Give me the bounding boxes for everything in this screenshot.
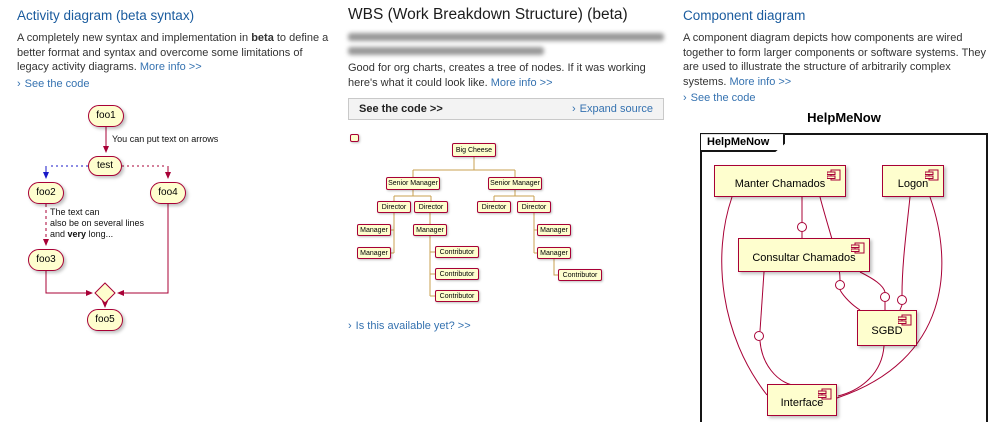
wbs-available-link[interactable]: Is this available yet? >> bbox=[355, 320, 471, 333]
activity-node-test: test bbox=[88, 155, 122, 176]
multiline-l2: also be on several lines bbox=[50, 217, 145, 228]
activity-see-code-row: ›See the code bbox=[17, 78, 337, 90]
component-label: Manter Chamados bbox=[734, 178, 826, 191]
multiline-l3: and very long... bbox=[50, 229, 144, 240]
component-more-info-link[interactable]: More info >> bbox=[729, 75, 792, 88]
multiline-l1: The text can bbox=[50, 206, 100, 217]
component-section: Component diagram A component diagram de… bbox=[683, 8, 995, 422]
wbs-more-info-link[interactable]: More info >> bbox=[490, 76, 553, 89]
wbs-diagram: Big Cheese Senior Manager Senior Manager… bbox=[348, 130, 664, 312]
activity-node-foo3: foo3 bbox=[28, 248, 64, 271]
activity-diagram: foo1 test foo2 foo4 foo3 foo5 You can pu… bbox=[17, 96, 337, 346]
activity-node-foo4: foo4 bbox=[150, 181, 186, 204]
chevron-right-icon: › bbox=[17, 77, 21, 90]
component-desc-text: A component diagram depicts how componen… bbox=[683, 32, 987, 88]
activity-section: Activity diagram (beta syntax) A complet… bbox=[17, 8, 337, 346]
component-frame: HelpMeNow Manter Chamados Logon Cons bbox=[700, 133, 988, 422]
wbs-node-contributor-3: Contributor bbox=[435, 290, 479, 303]
component-see-code-row: ›See the code bbox=[683, 92, 995, 104]
multiline-l3c: long... bbox=[86, 229, 114, 240]
chevron-right-icon: › bbox=[571, 103, 576, 116]
component-icon bbox=[818, 388, 832, 400]
wbs-node-manager-4: Manager bbox=[537, 224, 571, 237]
wbs-node-contributor-4: Contributor bbox=[558, 269, 602, 282]
redacted-text-bar bbox=[348, 47, 544, 55]
redacted-text-bar bbox=[348, 33, 664, 41]
component-node-interface: Interface bbox=[767, 384, 837, 417]
component-label: Consultar Chamados bbox=[752, 252, 856, 265]
activity-desc-text-2: to define a better format and syntax and… bbox=[17, 32, 329, 74]
component-description: A component diagram depicts how componen… bbox=[683, 31, 995, 89]
wbs-node-contributor-2: Contributor bbox=[435, 268, 479, 281]
component-see-code-link[interactable]: See the code bbox=[690, 92, 756, 105]
activity-description: A completely new syntax and implementati… bbox=[17, 31, 337, 75]
multiline-arrow-label: The text can also be on several lines an… bbox=[50, 207, 144, 241]
component-node-sgbd: SGBD bbox=[857, 310, 917, 347]
chevron-right-icon: › bbox=[683, 92, 687, 105]
component-node-manter-chamados: Manter Chamados bbox=[714, 165, 846, 198]
component-icon bbox=[925, 169, 939, 181]
wbs-node-big-cheese: Big Cheese bbox=[452, 143, 496, 158]
component-connectors bbox=[721, 196, 943, 399]
component-icon bbox=[851, 242, 865, 254]
activity-node-foo1: foo1 bbox=[88, 104, 124, 127]
component-label: Logon bbox=[897, 178, 929, 191]
arrow-text-label: You can put text on arrows bbox=[112, 133, 219, 144]
wbs-node-director-3: Director bbox=[477, 201, 511, 214]
frame-tab-label: HelpMeNow bbox=[701, 134, 786, 153]
activity-desc-bold: beta bbox=[251, 32, 274, 44]
multiline-l3a: and bbox=[50, 229, 68, 240]
wbs-node-manager-1: Manager bbox=[357, 224, 391, 237]
wbs-root-node bbox=[350, 134, 359, 143]
activity-node-foo5: foo5 bbox=[87, 308, 123, 331]
activity-desc-text: A completely new syntax and implementati… bbox=[17, 32, 252, 44]
component-title: Component diagram bbox=[683, 8, 806, 23]
merge-diamond bbox=[94, 281, 116, 304]
wbs-code-box: See the code >> ›Expand source bbox=[348, 98, 664, 121]
wbs-node-senior-1: Senior Manager bbox=[386, 177, 440, 191]
wbs-node-director-1: Director bbox=[377, 201, 411, 214]
wbs-node-senior-2: Senior Manager bbox=[488, 177, 542, 191]
component-label: Interface bbox=[780, 397, 824, 410]
wbs-node-contributor-1: Contributor bbox=[435, 246, 479, 259]
component-node-consultar-chamados: Consultar Chamados bbox=[738, 238, 870, 273]
activity-node-foo2: foo2 bbox=[28, 181, 64, 204]
wbs-node-manager-2: Manager bbox=[357, 247, 391, 260]
wbs-desc-text: Good for org charts, creates a tree of n… bbox=[348, 62, 646, 89]
component-icon bbox=[898, 314, 912, 326]
activity-connectors bbox=[43, 126, 171, 308]
wbs-expand-source-link[interactable]: Expand source bbox=[579, 103, 653, 116]
activity-title: Activity diagram (beta syntax) bbox=[17, 8, 195, 23]
wbs-connectors bbox=[391, 157, 558, 297]
wbs-see-code-link[interactable]: See the code >> bbox=[359, 103, 443, 116]
wbs-node-manager-3: Manager bbox=[413, 224, 447, 237]
wbs-node-director-4: Director bbox=[517, 201, 551, 214]
wbs-expand-row: ›Expand source bbox=[572, 103, 653, 115]
component-icon bbox=[827, 169, 841, 181]
activity-see-code-link[interactable]: See the code bbox=[24, 77, 90, 90]
component-diagram-title: HelpMeNow bbox=[807, 110, 881, 126]
component-node-logon: Logon bbox=[882, 165, 944, 198]
component-label: SGBD bbox=[871, 325, 903, 338]
wbs-title: WBS (Work Breakdown Structure) (beta) bbox=[348, 6, 628, 23]
wbs-section: WBS (Work Breakdown Structure) (beta) Go… bbox=[348, 6, 664, 332]
wbs-node-manager-5: Manager bbox=[537, 247, 571, 260]
redacted-text-block bbox=[348, 33, 664, 55]
activity-more-info-link[interactable]: More info >> bbox=[139, 61, 202, 74]
wbs-node-director-2: Director bbox=[414, 201, 448, 214]
wbs-available-row: ›Is this available yet? >> bbox=[348, 320, 664, 332]
chevron-right-icon: › bbox=[348, 320, 352, 333]
multiline-l3b: very bbox=[67, 229, 87, 240]
wbs-description: Good for org charts, creates a tree of n… bbox=[348, 61, 664, 90]
